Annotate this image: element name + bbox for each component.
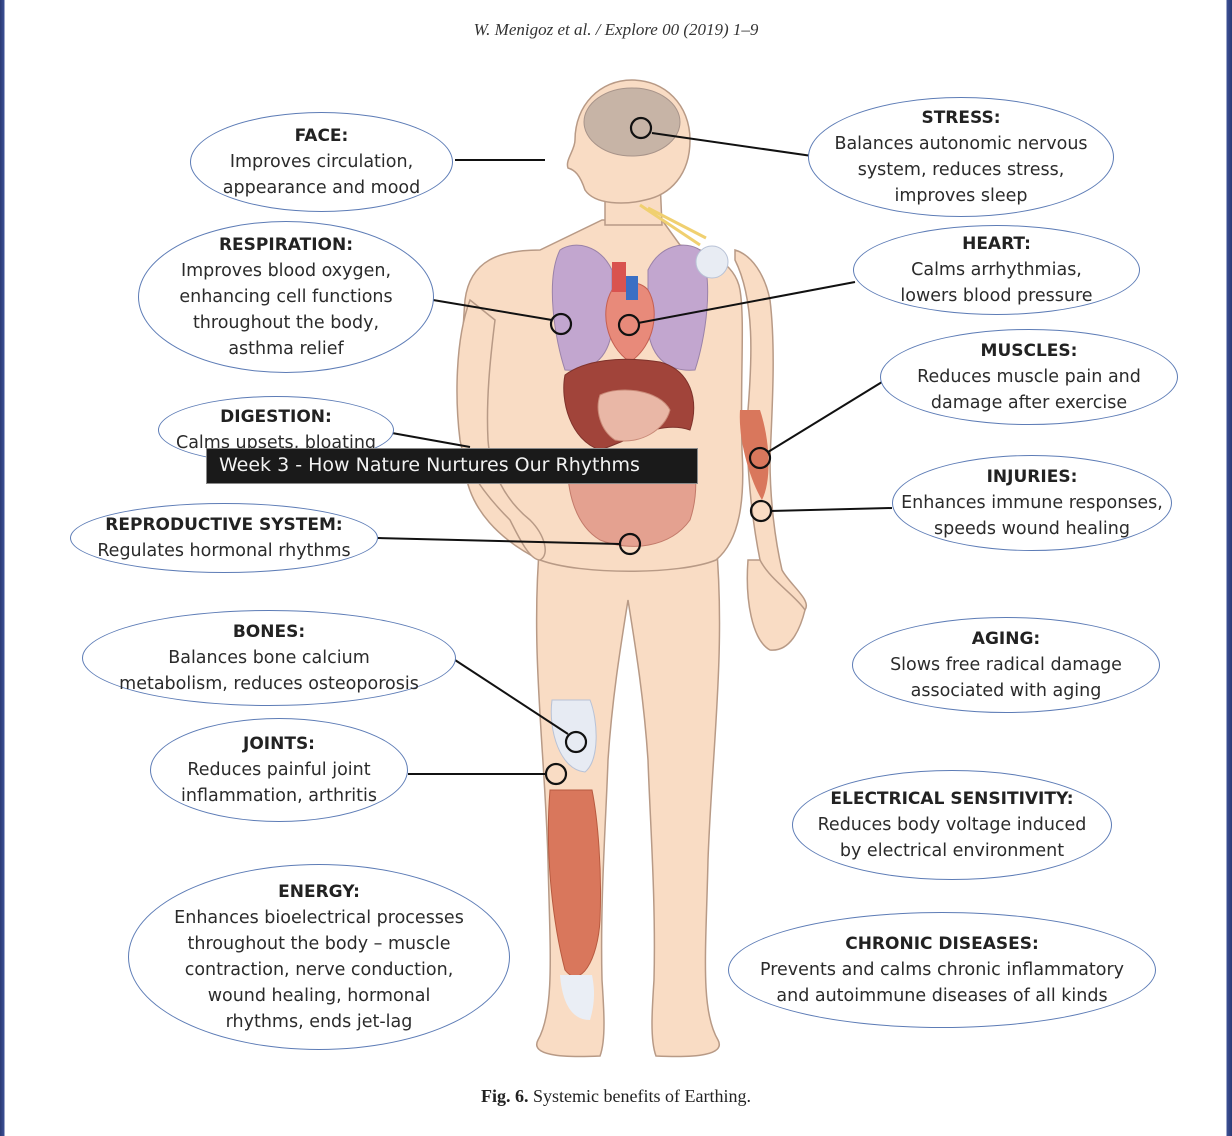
marker-arm-muscle — [748, 446, 772, 470]
face-desc-1: Improves circulation, — [229, 151, 414, 172]
muscles-ellipse: MUSCLES: Reduces muscle pain and damage … — [880, 329, 1178, 425]
energy-desc-5: rhythms, ends jet-lag — [225, 1011, 413, 1032]
bones-desc-2: metabolism, reduces osteoporosis — [119, 673, 419, 694]
body-silhouette — [456, 79, 808, 1058]
video-title-overlay[interactable]: Week 3 - How Nature Nurtures Our Rhythms — [206, 448, 698, 484]
connector-muscles — [767, 381, 883, 453]
chronic-ellipse: CHRONIC DISEASES: Prevents and calms chr… — [728, 912, 1156, 1028]
ankle-tendon — [560, 975, 594, 1020]
energy-desc-2: throughout the body – muscle — [187, 933, 451, 954]
connector-injuries — [769, 507, 893, 512]
face-ellipse: FACE: Improves circulation, appearance a… — [190, 112, 453, 212]
muscles-desc-2: damage after exercise — [930, 392, 1128, 413]
injuries-ellipse: INJURIES: Enhances immune responses, spe… — [892, 455, 1172, 551]
connector-reproductive — [377, 537, 621, 545]
marker-brain — [629, 116, 653, 140]
injuries-title: INJURIES: — [986, 466, 1078, 487]
stomach — [597, 389, 671, 442]
marker-wrist — [749, 499, 773, 523]
chronic-desc-2: and autoimmune diseases of all kinds — [776, 985, 1108, 1006]
bones-title: BONES: — [232, 621, 306, 642]
joints-ellipse: JOINTS: Reduces painful joint inflammati… — [150, 718, 408, 822]
knee — [550, 699, 597, 773]
heart-desc-2: lowers blood pressure — [900, 285, 1093, 306]
reproductive-title: REPRODUCTIVE SYSTEM: — [105, 514, 343, 535]
respiration-desc-2: enhancing cell functions — [179, 286, 393, 307]
respiration-desc-1: Improves blood oxygen, — [180, 260, 392, 281]
marker-joint — [544, 762, 568, 786]
respiration-desc-3: throughout the body, — [192, 312, 380, 333]
connector-lines — [377, 132, 893, 775]
marker-heart — [617, 313, 641, 337]
stress-desc-2: system, reduces stress, — [857, 159, 1065, 180]
joints-desc-2: inflammation, arthritis — [181, 785, 377, 806]
bones-ellipse: BONES: Balances bone calcium metabolism,… — [82, 610, 456, 706]
connector-digestion — [391, 432, 471, 448]
electrical-desc-2: by electrical environment — [839, 840, 1065, 861]
figure-caption-text: Systemic benefits of Earthing. — [528, 1086, 751, 1106]
stress-desc-1: Balances autonomic nervous — [834, 133, 1088, 154]
connector-respiration — [432, 299, 553, 321]
muscles-title: MUSCLES: — [980, 340, 1078, 361]
energy-ellipse: ENERGY: Enhances bioelectrical processes… — [128, 864, 510, 1050]
energy-title: ENERGY: — [278, 881, 360, 902]
respiration-desc-4: asthma relief — [228, 338, 344, 359]
stress-ellipse: STRESS: Balances autonomic nervous syste… — [808, 97, 1114, 217]
heart-desc-1: Calms arrhythmias, — [911, 259, 1082, 280]
marker-lung — [549, 312, 573, 336]
muscles-desc-1: Reduces muscle pain and — [917, 366, 1141, 387]
chronic-desc-1: Prevents and calms chronic inflammatory — [759, 959, 1124, 980]
electrical-ellipse: ELECTRICAL SENSITIVITY: Reduces body vol… — [792, 770, 1112, 880]
figure-label: Fig. 6. — [481, 1086, 529, 1106]
running-header: W. Menigoz et al. / Explore 00 (2019) 1–… — [473, 20, 759, 39]
electrical-title: ELECTRICAL SENSITIVITY: — [830, 788, 1074, 809]
respiration-title: RESPIRATION: — [218, 234, 354, 255]
heart-ellipse: HEART: Calms arrhythmias, lowers blood p… — [853, 225, 1140, 315]
aging-desc-1: Slows free radical damage — [890, 654, 1122, 675]
bones-desc-1: Balances bone calcium — [168, 647, 370, 668]
leg-muscle — [547, 789, 602, 977]
aging-ellipse: AGING: Slows free radical damage associa… — [852, 617, 1160, 713]
chronic-title: CHRONIC DISEASES: — [845, 933, 1039, 954]
markers — [544, 116, 773, 786]
face-desc-2: appearance and mood — [222, 177, 421, 198]
electrical-desc-1: Reduces body voltage induced — [817, 814, 1087, 835]
aging-desc-2: associated with aging — [910, 680, 1102, 701]
marker-reproductive — [618, 532, 642, 556]
connector-stress — [651, 132, 813, 157]
digestion-desc-1: Calms upsets, bloating — [175, 432, 377, 453]
injuries-desc-2: speeds wound healing — [934, 518, 1130, 539]
neck-nerves — [639, 203, 707, 247]
connector-bones — [454, 659, 569, 735]
aorta — [612, 262, 626, 292]
heart-title: HEART: — [962, 233, 1031, 254]
stress-desc-3: improves sleep — [894, 185, 1028, 206]
energy-desc-1: Enhances bioelectrical processes — [174, 907, 464, 928]
reproductive-desc-1: Regulates hormonal rhythms — [97, 540, 351, 561]
aging-title: AGING: — [971, 628, 1041, 649]
injuries-desc-1: Enhances immune responses, — [901, 492, 1163, 513]
joints-title: JOINTS: — [243, 733, 315, 754]
face-title: FACE: — [294, 125, 349, 146]
forearm-muscle — [739, 410, 769, 500]
shoulder-joint — [695, 245, 729, 279]
stress-title: STRESS: — [921, 107, 1001, 128]
connector-heart — [637, 281, 856, 324]
energy-desc-4: wound healing, hormonal — [207, 985, 431, 1006]
figure-caption: Fig. 6. Systemic benefits of Earthing. — [0, 1086, 1232, 1107]
joints-desc-1: Reduces painful joint — [187, 759, 371, 780]
respiration-ellipse: RESPIRATION: Improves blood oxygen, enha… — [138, 221, 434, 373]
pulmonary-vessel — [626, 276, 638, 300]
digestion-title: DIGESTION: — [220, 406, 332, 427]
energy-desc-3: contraction, nerve conduction, — [184, 959, 454, 980]
marker-knee — [564, 730, 588, 754]
reproductive-ellipse: REPRODUCTIVE SYSTEM: Regulates hormonal … — [70, 503, 378, 573]
